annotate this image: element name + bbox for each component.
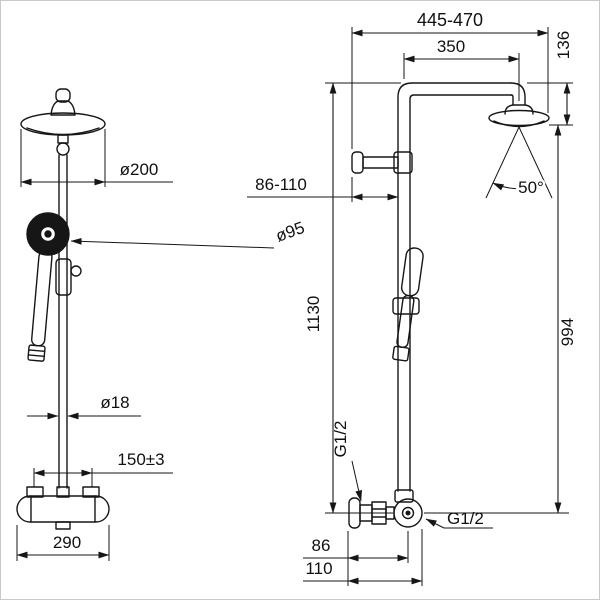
label-outlet-thread: G1/2	[425, 509, 493, 529]
side-view: 50°	[247, 10, 577, 586]
dim-label-reach-range: 445-470	[417, 10, 483, 30]
label-hand-shower-diameter: ø95	[70, 218, 307, 249]
label-riser-thread: G1/2	[331, 421, 363, 502]
front-view: ø200 ø95 ø18 150±3 290	[16, 88, 307, 561]
spray-angle-indicator: 50°	[485, 126, 553, 200]
dim-handle-depth: 110	[303, 529, 423, 586]
dim-label-handle-depth: 110	[305, 559, 332, 578]
dim-label-mixer-width: 290	[53, 533, 81, 552]
wall-bracket-side	[351, 151, 413, 174]
shower-rail-front	[58, 154, 68, 489]
dim-label-arm-projection: 350	[437, 37, 465, 56]
overhead-shower-front	[20, 88, 106, 156]
hand-shower-front	[26, 212, 82, 362]
dim-total-height: 1130	[304, 82, 401, 514]
spray-angle-label: 50°	[518, 178, 544, 197]
label-riser-thread-text: G1/2	[331, 421, 350, 458]
dim-label-head-drop: 136	[554, 31, 573, 59]
dim-wall-bracket-range: 86-110	[247, 175, 399, 202]
dim-label-inlet-depth: 86	[312, 536, 331, 555]
dim-riser-height: 994	[424, 124, 577, 514]
dim-label-rail-diameter: ø18	[100, 393, 129, 412]
dim-label-wall-bracket-range: 86-110	[255, 175, 307, 194]
dim-label-total-height: 1130	[304, 296, 323, 333]
dim-head-diameter: ø200	[20, 129, 173, 187]
dim-label-riser-height: 994	[558, 318, 577, 346]
label-outlet-thread-text: G1/2	[447, 509, 484, 528]
dim-connection-spacing: 150±3	[33, 450, 173, 487]
dim-arm-projection: 350	[403, 37, 520, 101]
hand-shower-side	[392, 247, 424, 362]
dim-head-drop: 136	[527, 31, 573, 126]
overhead-shower-side	[488, 104, 550, 128]
dim-label-head-diameter: ø200	[120, 160, 159, 179]
label-hand-shower-diameter-text: ø95	[273, 218, 307, 246]
mixer-valve-front	[16, 486, 110, 530]
dim-label-connection-spacing: 150±3	[117, 450, 164, 469]
dim-mixer-width: 290	[16, 525, 110, 561]
dim-reach-range: 445-470	[351, 10, 549, 149]
riser-pipe-side	[397, 82, 526, 492]
dim-inlet-depth: 86	[303, 531, 409, 586]
dim-rail-diameter: ø18	[27, 393, 141, 420]
